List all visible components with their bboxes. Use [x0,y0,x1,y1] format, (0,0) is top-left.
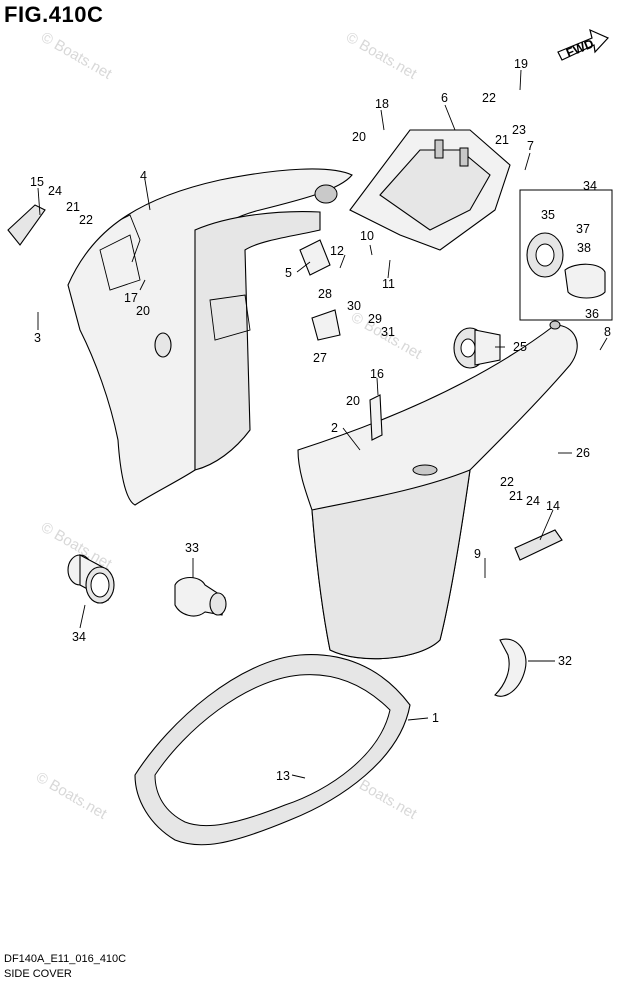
callout-21b: 21 [495,133,509,147]
callout-32: 32 [558,654,572,668]
bottom-seal [134,654,411,846]
callout-15: 15 [30,175,44,189]
callout-1: 1 [432,711,439,725]
callout-18: 18 [375,97,389,111]
grommet-34 [67,554,115,604]
watermark: © Boats.net [33,769,110,823]
callout-3: 3 [34,331,41,345]
callout-7: 7 [527,139,534,153]
callout-27: 27 [313,351,327,365]
callout-29: 29 [368,312,382,326]
callout-19: 19 [514,57,528,71]
callout-5: 5 [285,266,292,280]
right-side-cover [297,320,578,660]
section-name: SIDE COVER [4,968,72,980]
callout-35: 35 [541,208,555,222]
callout-31: 31 [381,325,395,339]
callout-13: 13 [276,769,290,783]
callout-23: 23 [512,123,526,137]
callout-6: 6 [441,91,448,105]
clip-32 [494,638,527,697]
callout-22a: 22 [79,213,93,227]
callout-26: 26 [576,446,590,460]
handle-15 [7,204,46,246]
callout-17: 17 [124,291,138,305]
callout-8: 8 [604,325,611,339]
callout-25: 25 [513,340,527,354]
watermark: © Boats.net [343,29,420,83]
fwd-arrow-icon: FWD [557,28,610,61]
callout-34a: 34 [72,630,86,644]
leader-lines [37,69,608,779]
handle-14 [514,529,563,561]
callout-12: 12 [330,244,344,258]
callout-22c: 22 [500,475,514,489]
callout-36: 36 [585,307,599,321]
bracket-28 [311,309,341,341]
callout-14: 14 [546,499,560,513]
callout-9: 9 [474,547,481,561]
callout-10: 10 [360,229,374,243]
callout-20b: 20 [136,304,150,318]
left-side-cover [67,168,353,506]
callout-30: 30 [347,299,361,313]
callout-16: 16 [370,367,384,381]
callout-34b: 34 [583,179,597,193]
callout-21a: 21 [66,200,80,214]
bracket-5 [299,239,331,276]
watermark: © Boats.net [38,29,115,83]
bracket-16 [369,394,383,441]
callout-38: 38 [577,241,591,255]
callout-4: 4 [140,169,147,183]
callout-20c: 20 [346,394,360,408]
grommet-25 [453,327,501,369]
fwd-label: FWD [564,37,596,61]
callout-2: 2 [331,421,338,435]
callout-21c: 21 [509,489,523,503]
callout-11: 11 [382,277,395,291]
figure-title: FIG.410C [4,2,104,27]
model-code: DF140A_E11_016_410C [4,953,127,965]
callout-24a: 24 [48,184,62,198]
grommet-33 [174,576,227,617]
callout-37: 37 [576,222,590,236]
callout-labels: 1 2 3 4 5 6 7 8 9 10 11 12 13 14 15 16 1… [30,57,611,783]
grommet-35-36 [519,189,613,321]
upper-bracket [349,129,511,251]
callout-24b: 24 [526,494,540,508]
callout-33: 33 [185,541,199,555]
callout-28: 28 [318,287,332,301]
callout-22b: 22 [482,91,496,105]
callout-20a: 20 [352,130,366,144]
